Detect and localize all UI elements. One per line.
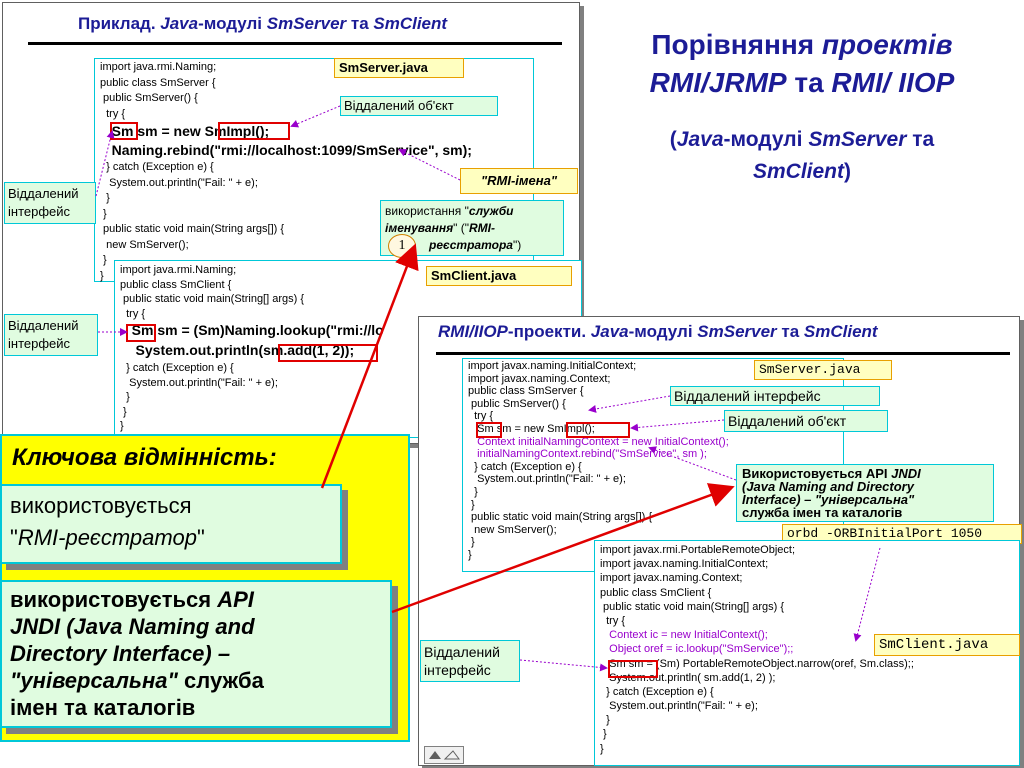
code-line: try { xyxy=(100,107,126,120)
code-line: Sm sm = (Sm)Naming.lookup("rmi://lo xyxy=(120,322,384,338)
code-line: import javax.rmi.PortableRemoteObject; xyxy=(600,544,796,556)
code-line: Context initialNamingContext = new Initi… xyxy=(468,435,729,448)
code-line: import javax.naming.Context; xyxy=(468,372,611,385)
naming-service-callout: використання "служби іменування" ("RMI- … xyxy=(380,200,564,256)
code-line: } catch (Exception e) { xyxy=(100,161,214,173)
code-line: } xyxy=(600,728,607,741)
code-line: } xyxy=(468,498,475,511)
code-line: System.out.println("Fail: " + e); xyxy=(600,700,758,713)
code-line: } xyxy=(600,714,610,727)
iiop-sm-type-highlight xyxy=(476,422,502,438)
rmi-smimpl-highlight xyxy=(218,122,290,140)
step-one-circle: 1 xyxy=(388,234,416,258)
code-line: System.out.println("Fail: " + e); xyxy=(120,376,278,389)
main-title: Порівняння проектів RMI/JRMP та RMI/ IIO… xyxy=(649,29,955,98)
code-line: } catch (Exception e) { xyxy=(468,460,582,473)
code-line: public SmServer() { xyxy=(468,397,566,410)
code-line: public SmServer() { xyxy=(100,92,198,104)
rmi-sm-type-highlight xyxy=(110,122,138,140)
rmi-server-code: import java.rmi.Naming; public class SmSe… xyxy=(100,61,472,285)
jndi-api-callout: Використовується API JNDI (Java Naming a… xyxy=(736,464,994,522)
code-line: initialNamingContext.rebind("SmService",… xyxy=(468,448,707,461)
iiop-smserver-label: SmServer.java xyxy=(754,360,892,380)
key-item-rmi-registry: використовується "RMI-реєстратор" xyxy=(0,484,342,564)
slide-nav-icon[interactable] xyxy=(424,746,464,764)
code-line: public static void main(String args[]) { xyxy=(468,511,653,524)
rmi-remote-object-callout: Віддалений об'єкт xyxy=(340,96,498,116)
code-line: } xyxy=(100,254,107,266)
code-line: public static void main(String args[]) { xyxy=(100,223,285,235)
rmi-smclient-label: SmClient.java xyxy=(426,266,572,286)
code-line: public class SmClient { xyxy=(600,586,712,599)
iiop-panel-title: RMI/IIOP-проекти. Java-модулі SmServer т… xyxy=(438,322,878,341)
code-line: try { xyxy=(468,410,494,423)
code-line: import javax.naming.InitialContext; xyxy=(600,558,769,571)
rmi-panel-title: Приклад. Java-модулі SmServer та SmClien… xyxy=(78,14,448,33)
code-line: public class SmServer { xyxy=(100,76,216,89)
main-subtitle: (Java-модулі SmServer та SmClient) xyxy=(669,128,935,183)
code-line: import javax.naming.Context; xyxy=(600,572,743,585)
code-line: System.out.println("Fail: " + e); xyxy=(100,176,258,189)
key-item-jndi: використовується API JNDI (Java Naming a… xyxy=(0,580,392,728)
code-line: } xyxy=(100,207,107,220)
iiop-client-sm-highlight xyxy=(608,660,658,678)
code-line: } catch (Exception e) { xyxy=(120,362,234,374)
code-line: import java.rmi.Naming; xyxy=(120,264,237,276)
key-difference-title: Ключова відмінність: xyxy=(12,444,277,471)
code-line: } xyxy=(120,405,127,418)
code-line: Context ic = new InitialContext(); xyxy=(600,629,768,642)
code-line: import java.rmi.Naming; xyxy=(100,61,217,73)
code-line: System.out.println("Fail: " + e); xyxy=(468,473,626,486)
code-line: } xyxy=(100,269,104,282)
orbd-command-label: orbd -ORBInitialPort 1050 xyxy=(782,524,1022,544)
code-line: } xyxy=(120,391,130,403)
code-line: Naming.rebind("rmi://localhost:1099/SmSe… xyxy=(100,142,472,158)
code-line: Sm sm = new SmImpl(); xyxy=(100,123,270,139)
code-line: } xyxy=(600,742,604,755)
iiop-client-code: import javax.rmi.PortableRemoteObject; im… xyxy=(600,544,914,757)
iiop-smclient-label: SmClient.java xyxy=(874,634,1020,656)
code-line: public class SmServer { xyxy=(468,385,584,398)
iiop-smimpl-highlight xyxy=(566,422,630,438)
code-line: Object oref = ic.lookup("SmService");; xyxy=(600,643,794,656)
iiop-title-rule xyxy=(436,352,1010,355)
code-line: } xyxy=(120,420,124,432)
rmi-client-sm-highlight xyxy=(126,324,156,342)
iiop-remote-object-callout: Віддалений об'єкт xyxy=(724,410,888,432)
code-line: import javax.naming.InitialContext; xyxy=(468,360,637,372)
rmi-smserver-label: SmServer.java xyxy=(334,58,464,78)
code-line: new SmServer(); xyxy=(100,238,189,251)
code-line: try { xyxy=(600,614,626,627)
code-line: public class SmClient { xyxy=(120,278,232,291)
code-line: public static void main(String[] args) { xyxy=(120,293,305,305)
rmi-title-rule xyxy=(28,42,562,45)
code-line: public static void main(String[] args) { xyxy=(600,600,785,613)
code-line: try { xyxy=(120,307,146,320)
rmi-client-add-highlight xyxy=(278,344,378,362)
code-line: } xyxy=(468,485,478,498)
rmi-names-label: "RMI-імена" xyxy=(460,168,578,194)
code-line: new SmServer(); xyxy=(468,523,557,536)
code-line: } catch (Exception e) { xyxy=(600,685,714,698)
iiop-remote-interface-callout: Віддалений інтерфейс xyxy=(670,386,880,406)
code-line: } xyxy=(100,192,110,204)
